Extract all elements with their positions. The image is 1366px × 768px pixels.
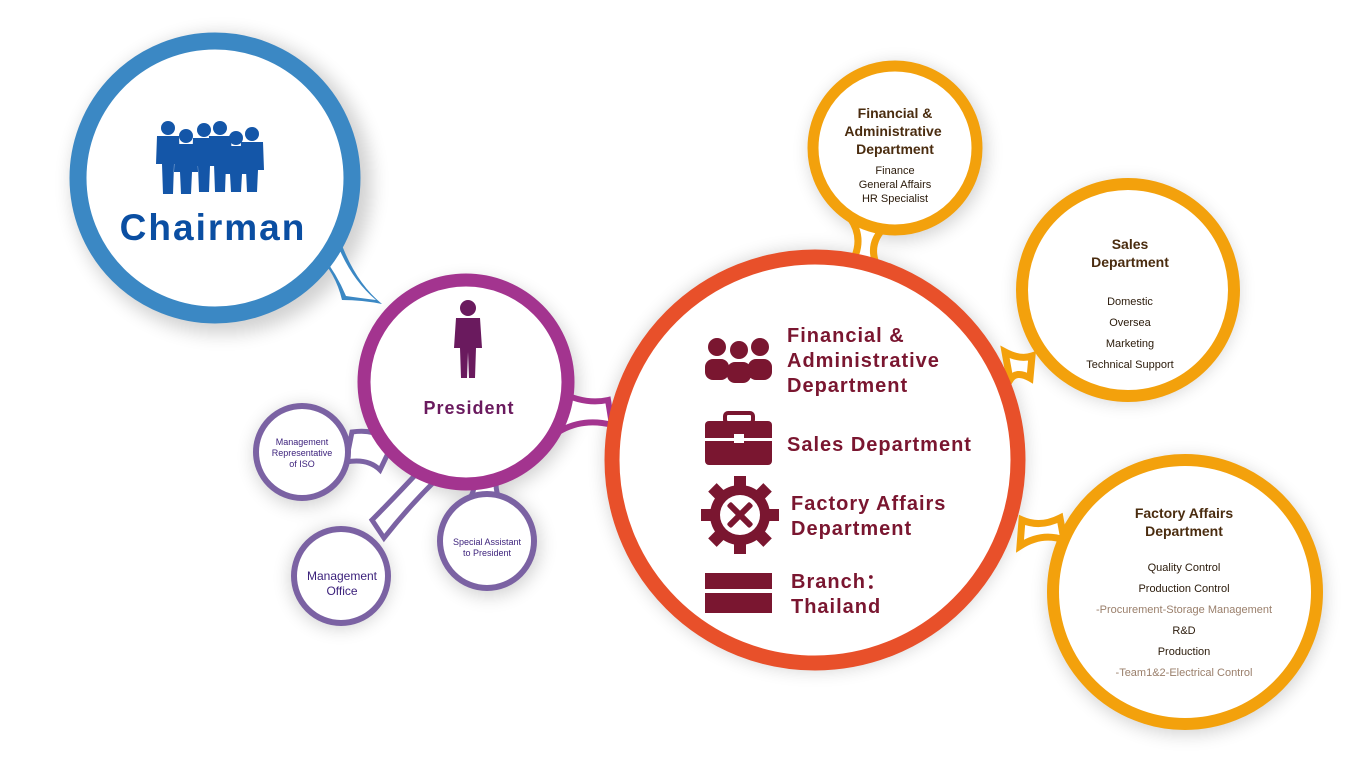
assistant-circle[interactable] xyxy=(437,491,537,591)
main-titles: Chairman President xyxy=(120,207,514,418)
sales-item: Technical Support xyxy=(1086,359,1173,371)
president-circle[interactable] xyxy=(357,273,575,491)
hub-circle[interactable] xyxy=(604,249,1026,671)
factory-title-line-2: Department xyxy=(1145,523,1223,539)
assistant-label-line-2: to President xyxy=(463,548,512,558)
iso-label-line-2: Representative xyxy=(272,448,333,458)
factory-item: Production xyxy=(1158,646,1211,658)
factory-sub-item: -Procurement-Storage Management xyxy=(1096,604,1272,616)
people-group-icon xyxy=(705,338,772,383)
office-label-line-1: Management xyxy=(307,569,378,583)
iso-label-line-3: of ISO xyxy=(289,459,315,469)
hub-item-factory-line-2: Department xyxy=(791,518,912,540)
rings xyxy=(69,32,1323,730)
department-factory-text: Factory Affairs Department Quality Contr… xyxy=(1096,505,1272,679)
factory-dept-circle[interactable] xyxy=(1047,454,1323,730)
hub-item-financial-line-3: Department xyxy=(787,375,908,397)
department-financial-text: Financial & Administrative Department Fi… xyxy=(844,105,941,205)
building-branch-icon xyxy=(705,573,772,613)
financial-title-line-3: Department xyxy=(856,141,934,157)
president-label: President xyxy=(423,398,514,418)
office-circle[interactable] xyxy=(291,526,391,626)
hub-item-financial-line-1: Financial & xyxy=(787,325,905,347)
briefcase-icon xyxy=(705,411,772,465)
assistant-label-line-1: Special Assistant xyxy=(453,537,522,547)
sales-dept-circle[interactable] xyxy=(1016,178,1240,402)
financial-title-line-1: Financial & xyxy=(858,105,933,121)
department-sales-text: Sales Department Domestic Oversea Market… xyxy=(1086,236,1173,371)
sales-item: Oversea xyxy=(1109,317,1151,329)
factory-item: Production Control xyxy=(1138,583,1229,595)
iso-circle[interactable] xyxy=(253,403,351,501)
connector-hub-sales xyxy=(1000,345,1036,390)
hub-labels: Financial & Administrative Department Sa… xyxy=(787,325,972,618)
financial-item: General Affairs xyxy=(859,179,932,191)
sales-item: Marketing xyxy=(1106,338,1154,350)
chairman-label: Chairman xyxy=(120,207,307,248)
iso-label-line-1: Management xyxy=(276,437,329,447)
hub-item-branch-line-1: Branch： xyxy=(791,571,887,593)
aux-labels: Management Representative of ISO Special… xyxy=(272,437,522,598)
hub-item-factory-line-1: Factory Affairs xyxy=(791,493,946,515)
financial-dept-circle[interactable] xyxy=(807,60,983,236)
factory-item: R&D xyxy=(1172,625,1195,637)
financial-title-line-2: Administrative xyxy=(844,123,941,139)
factory-item: Quality Control xyxy=(1148,562,1221,574)
factory-title-line-1: Factory Affairs xyxy=(1135,505,1234,521)
financial-item: HR Specialist xyxy=(862,193,928,205)
sales-item: Domestic xyxy=(1107,296,1153,308)
people-group-icon xyxy=(156,121,264,194)
factory-sub-item: -Team1&2-Electrical Control xyxy=(1116,667,1253,679)
hub-item-branch-line-2: Thailand xyxy=(791,596,881,618)
sales-title-line-1: Sales xyxy=(1112,236,1149,252)
sales-title-line-2: Department xyxy=(1091,254,1169,270)
financial-item: Finance xyxy=(875,165,914,177)
businessman-icon xyxy=(454,300,482,378)
office-label-line-2: Office xyxy=(326,584,357,598)
hub-item-sales-line-1: Sales Department xyxy=(787,434,972,456)
hub-item-financial-line-2: Administrative xyxy=(787,350,940,372)
gear-wrench-icon xyxy=(701,476,779,554)
